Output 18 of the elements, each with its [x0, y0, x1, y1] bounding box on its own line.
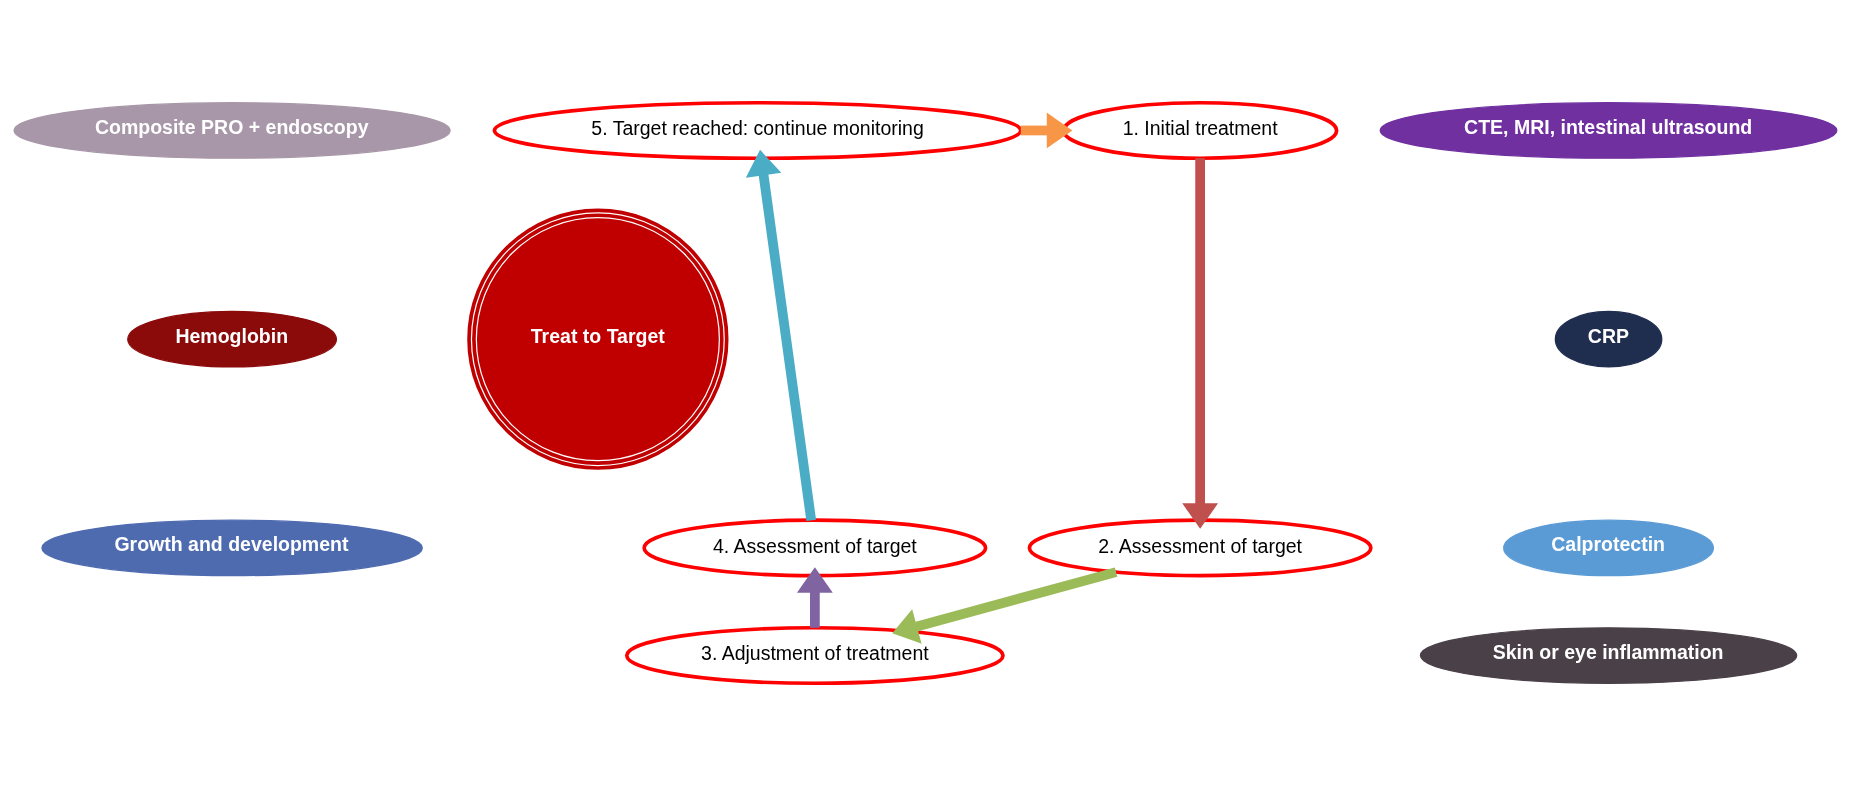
- arrow: [1020, 112, 1073, 149]
- node-ellipse: Hemoglobin: [127, 310, 338, 368]
- node-ellipse: Composite PRO + endoscopy: [13, 102, 451, 159]
- node-circle: Treat to Target: [467, 208, 729, 470]
- node-ellipse: 3. Adjustment of treatment: [624, 625, 1005, 686]
- arrow: [796, 567, 833, 628]
- node-ellipse: 4. Assessment of target: [642, 518, 988, 578]
- arrow: [1182, 158, 1219, 529]
- node-ellipse: Skin or eye inflammation: [1419, 627, 1798, 684]
- arrow: [892, 567, 1118, 644]
- node-ellipse: Calprotectin: [1503, 519, 1715, 577]
- node-ellipse: 5. Target reached: continue monitoring: [492, 100, 1023, 161]
- node-ellipse: CTE, MRI, intestinal ultrasound: [1379, 102, 1838, 159]
- node-ellipse: Growth and development: [41, 519, 423, 577]
- node-ellipse: 2. Assessment of target: [1027, 518, 1373, 578]
- node-ellipse: CRP: [1554, 310, 1663, 368]
- node-ellipse: 1. Initial treatment: [1061, 100, 1339, 161]
- arrow: [745, 149, 817, 521]
